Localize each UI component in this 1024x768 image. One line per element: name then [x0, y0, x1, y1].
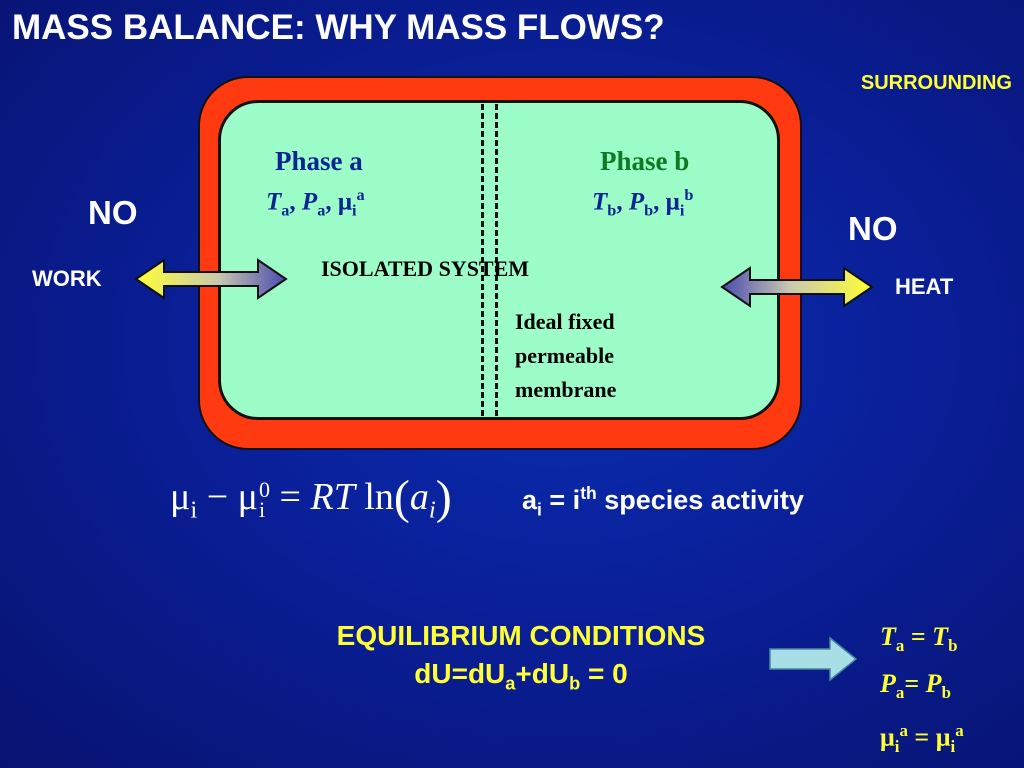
energy-balance: dU=dUa+dUb = 0	[246, 655, 796, 703]
cond-T-b: T	[932, 622, 949, 651]
membrane-line-3: membrane	[515, 377, 617, 402]
equilibrium-conditions-list: Ta = Tb Pa= Pb μia = μia	[880, 618, 964, 766]
eb-sub-b: b	[569, 673, 581, 694]
eq-mu-2-sup: 0	[259, 477, 271, 503]
phase-a-mu-sub: i	[352, 201, 357, 220]
phase-b-P: P	[628, 188, 645, 216]
implies-arrow-icon	[769, 636, 858, 682]
work-label: WORK	[32, 266, 102, 291]
work-arrow-icon	[134, 258, 288, 300]
cond-T-a-sub: a	[895, 636, 905, 656]
phase-b-T-sub: b	[607, 201, 617, 220]
eq-a: a	[409, 476, 429, 518]
surrounding-label: SURROUNDING	[860, 72, 1012, 94]
phase-a-mu: μ	[337, 188, 352, 216]
equilibrium-title: EQUILIBRIUM CONDITIONS	[336, 620, 706, 651]
phase-b-mu: μ	[665, 188, 680, 216]
eq-RT: RT	[310, 476, 355, 518]
cond-mu-b-sub: i	[950, 737, 956, 757]
cond-T-a: T	[880, 622, 896, 651]
cond-T-eq: =	[904, 622, 933, 651]
phase-b-T: T	[592, 188, 608, 216]
no-work-label: NO	[88, 194, 138, 231]
activity-eq: = i	[541, 485, 581, 515]
eq-mu-1: μ	[170, 476, 191, 518]
heat-label: HEAT	[895, 274, 954, 299]
heat-arrow-icon	[720, 266, 874, 308]
cond-P-a-sub: a	[895, 683, 905, 703]
cond-P-b: P	[925, 669, 942, 699]
eq-mu-2: μ	[237, 476, 259, 518]
eb-rest: = 0	[580, 658, 628, 689]
phase-b-mu-sub: i	[679, 201, 685, 220]
membrane-line-left	[481, 104, 484, 416]
cond-mu-b: μ	[935, 723, 951, 753]
condition-pressure: Pa= Pb	[880, 665, 964, 712]
phase-a-variables: Ta, Pa, μia	[266, 186, 365, 220]
phase-a-P-sub: a	[317, 201, 326, 220]
isolated-system-box	[218, 100, 780, 420]
phase-a-mu-sup: a	[356, 186, 365, 204]
membrane-line-1: Ideal fixed	[515, 309, 615, 334]
eq-minus: −	[206, 476, 229, 518]
phase-b-P-sub: b	[644, 201, 654, 220]
cond-mu-a-sup: a	[899, 721, 908, 741]
membrane-label: Ideal fixed permeable membrane	[515, 305, 616, 407]
eq-paren-open: (	[393, 471, 410, 524]
membrane-line-right	[495, 104, 498, 416]
activity-th: th	[580, 483, 597, 503]
phase-b-label: Phase b	[600, 146, 690, 176]
phase-a-T: T	[266, 188, 282, 216]
activity-rest: species activity	[596, 485, 804, 515]
cond-P-b-sub: b	[941, 683, 951, 703]
condition-chemical-potential: μia = μia	[880, 712, 964, 766]
eb-sub-a: a	[505, 673, 516, 694]
activity-definition: ai = ith species activity	[522, 483, 804, 520]
page-title: MASS BALANCE: WHY MASS FLOWS?	[12, 8, 665, 47]
activity-a: a	[522, 485, 538, 515]
eq-a-sub: i	[428, 496, 436, 524]
cond-P-eq: =	[904, 669, 926, 699]
eq-ln: ln	[364, 476, 394, 518]
eq-paren-close: )	[435, 471, 452, 524]
condition-temperature: Ta = Tb	[880, 618, 964, 665]
phase-b-mu-sup: b	[684, 186, 694, 204]
isolated-system-label: ISOLATED SYSTEM	[321, 256, 530, 281]
no-heat-label: NO	[848, 210, 898, 247]
eq-mu-1-sub: i	[190, 496, 198, 524]
cond-mu-b-sup: a	[955, 721, 964, 741]
phase-a-label: Phase a	[275, 146, 363, 176]
phase-a-T-sub: a	[281, 201, 290, 220]
eq-equals: =	[279, 476, 301, 518]
cond-P-a: P	[880, 669, 896, 699]
phase-a-P: P	[301, 188, 318, 216]
eq-mu-2-sub: i	[259, 497, 266, 523]
phase-b-variables: Tb, Pb, μib	[592, 186, 694, 220]
cond-T-b-sub: b	[948, 636, 958, 656]
cond-mu-a-sub: i	[894, 737, 900, 757]
cond-mu-eq: =	[907, 723, 936, 753]
membrane-line-2: permeable	[515, 343, 614, 368]
activity-a-sub: i	[537, 499, 542, 520]
eb-plus: +dU	[515, 658, 570, 689]
equilibrium-block: EQUILIBRIUM CONDITIONS dU=dUa+dUb = 0	[246, 617, 796, 703]
cond-mu-a: μ	[880, 723, 895, 753]
eb-du: dU=dU	[414, 658, 506, 689]
